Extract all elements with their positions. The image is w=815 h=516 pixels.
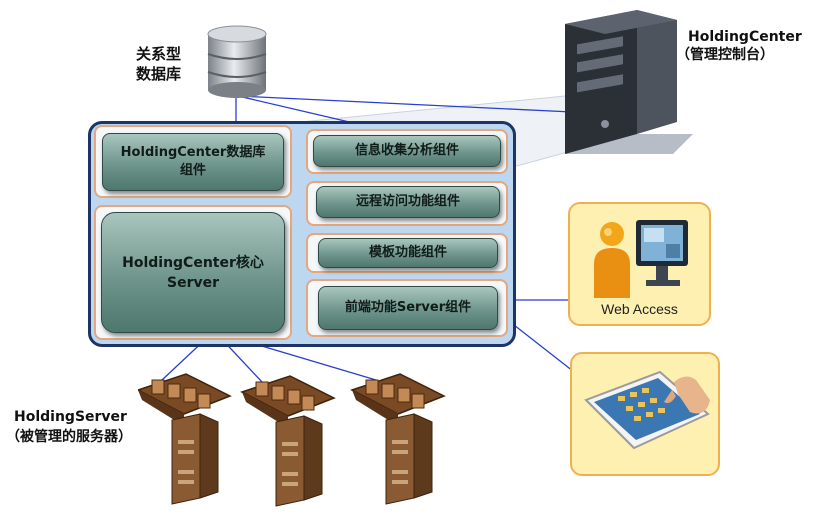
managed-server-icon-2: [241, 375, 335, 507]
holdingcenter-title: HoldingCenter: [688, 29, 802, 45]
db-label-line1: 关系型: [136, 45, 182, 63]
info-collect-label: 信息收集分析组件: [354, 143, 459, 158]
tower-server-icon: [565, 10, 693, 154]
web-access-card[interactable]: Web Access: [568, 202, 711, 326]
managed-server-icon-1: [138, 373, 231, 505]
remote-access-label: 远程访问功能组件: [355, 194, 460, 209]
template-label: 模板功能组件: [368, 245, 447, 260]
db-label-line2: 数据库: [136, 65, 182, 83]
core-server-component[interactable]: HoldingCenter核心 Server: [101, 212, 285, 333]
holdingcenter-subtitle: （管理控制台）: [676, 47, 774, 63]
database-icon: [207, 25, 267, 98]
db-component-label-line1: HoldingCenter数据库: [120, 145, 266, 160]
web-user-icon: [594, 220, 688, 298]
db-to-console-line: [237, 95, 573, 113]
managed-servers-group: [138, 373, 445, 507]
info-collect-component[interactable]: 信息收集分析组件: [313, 135, 501, 167]
core-label-line2: Server: [166, 274, 219, 291]
remote-access-component[interactable]: 远程访问功能组件: [316, 186, 500, 218]
tablet-card[interactable]: [570, 352, 720, 476]
holdingserver-title: HoldingServer: [14, 409, 127, 425]
db-component-label-line2: 组件: [179, 163, 206, 178]
core-label-line1: HoldingCenter核心: [122, 254, 264, 271]
template-component[interactable]: 模板功能组件: [318, 238, 498, 268]
db-component[interactable]: HoldingCenter数据库 组件: [102, 133, 284, 191]
managed-server-icon-3: [351, 373, 445, 505]
tablet-icon: [584, 370, 710, 450]
frontend-label: 前端功能Server组件: [344, 300, 472, 315]
frontend-to-tablet-line: [504, 317, 579, 376]
web-access-label: Web Access: [601, 301, 678, 317]
holdingserver-subtitle: （被管理的服务器）: [6, 429, 132, 445]
frontend-server-component[interactable]: 前端功能Server组件: [318, 286, 498, 330]
